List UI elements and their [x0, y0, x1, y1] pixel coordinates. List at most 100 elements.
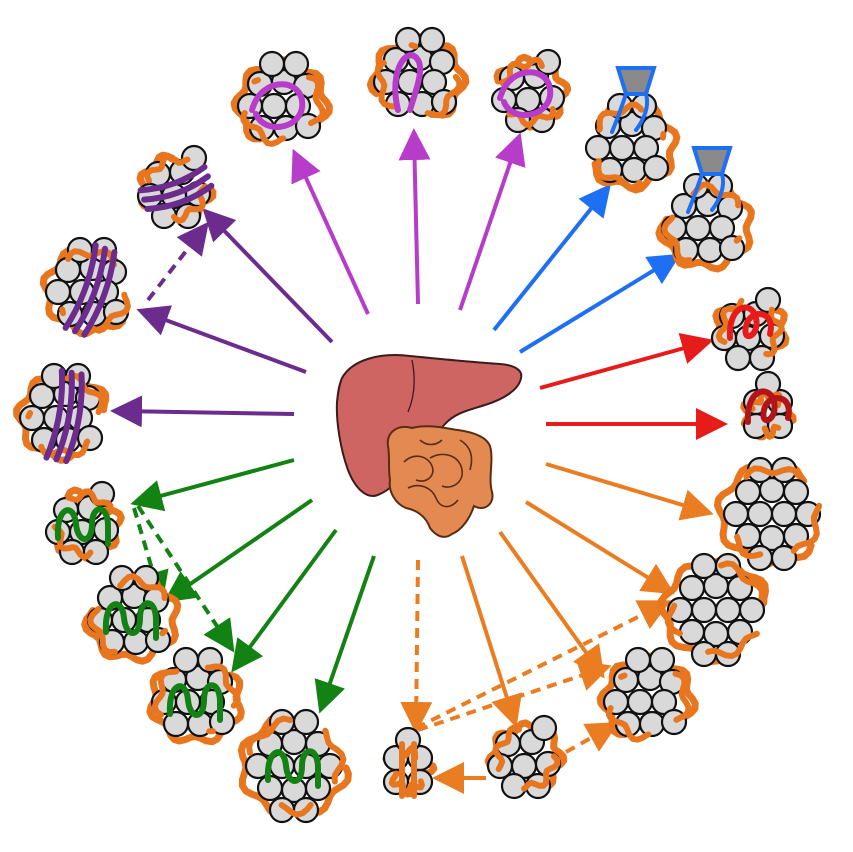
lipid-ball [714, 596, 742, 624]
lipid-ball [292, 708, 320, 736]
lipid-ball [418, 26, 446, 54]
cluster-magenta-5 [366, 26, 470, 124]
lipid-ball [746, 500, 774, 528]
apolipoprotein-chain-front [747, 388, 791, 440]
lipid-ball [282, 50, 310, 78]
lipid-ball [44, 278, 72, 306]
intestine-coil-3 [407, 484, 459, 508]
apoprotein-band [141, 173, 211, 203]
cluster-blue-7 [584, 66, 681, 194]
lipid-ball [724, 344, 752, 372]
apoprotein-loop [497, 69, 554, 118]
lipid-ball [748, 344, 776, 372]
orange-arrow-20 [498, 530, 605, 679]
cluster-orange-15 [382, 726, 438, 799]
apolipoprotein-chain-front [49, 488, 114, 561]
lipid-ball [642, 154, 670, 182]
apolipoprotein-chain [657, 555, 769, 665]
intestine-icon [386, 425, 494, 538]
apoprotein-band [137, 164, 208, 194]
cluster-orange-13 [596, 646, 699, 743]
dashed-orange-arrow-26 [565, 722, 619, 754]
lipid-ball [690, 552, 718, 580]
apoprotein-zigzag [54, 506, 111, 547]
green-arrow-13 [163, 498, 314, 603]
apoprotein-zigzag [264, 748, 321, 789]
intestine-coil-5 [419, 439, 443, 446]
cluster-red-10 [740, 370, 797, 441]
green-arrow-14 [231, 528, 338, 673]
apolipoprotein-chain-front [151, 655, 241, 735]
apolipoprotein-chain-front [385, 745, 425, 796]
dashed-orange-arrow-25 [417, 660, 612, 732]
lipid-ball [76, 424, 104, 452]
cluster-green-16 [44, 480, 125, 566]
lipid-ball [180, 144, 208, 172]
lipid-ball [584, 134, 612, 162]
apoprotein-loop [249, 81, 306, 130]
intestine-coil-4 [459, 439, 473, 471]
liver-and-intestine-icon [335, 354, 523, 538]
lipid-ball [696, 236, 724, 264]
liver-lobe-line [407, 359, 415, 413]
cluster-magenta-4 [230, 50, 333, 147]
apoprotein-funnel [615, 66, 657, 96]
apolipoprotein-chain-front [87, 573, 177, 656]
cluster-purple-1 [136, 144, 217, 230]
green-arrow-15 [314, 555, 376, 714]
blue-arrow-9 [518, 253, 681, 354]
blue-arrow-8 [492, 183, 611, 332]
lipid-ball [678, 618, 706, 646]
dashed-orange-arrow-24 [415, 600, 672, 730]
apolipoprotein-chain-front [495, 56, 556, 128]
cluster-orange-14 [484, 714, 568, 800]
apoprotein-tail [686, 172, 704, 214]
apoprotein-band [81, 249, 118, 338]
apoprotein-band [63, 371, 85, 465]
apolipoprotein-chain-front [239, 74, 326, 147]
apoprotein-band [72, 245, 108, 335]
apolipoprotein-chain-front [246, 715, 347, 818]
lipid-ball [770, 544, 798, 572]
apoprotein-band [53, 369, 75, 463]
purple-arrow-1 [202, 208, 334, 344]
cluster-green-19 [237, 708, 352, 824]
cluster-green-18 [146, 646, 245, 746]
lipid-ball [258, 50, 286, 78]
lipid-ball [620, 156, 648, 184]
lipid-ball [738, 596, 766, 624]
apoprotein-zigzag [102, 600, 159, 641]
apoprotein-tail [710, 172, 725, 212]
lipid-ball [684, 214, 712, 242]
apoprotein-hairpin [392, 52, 424, 113]
apoprotein-tail [634, 92, 649, 132]
orange-arrow-19 [524, 500, 675, 595]
lipid-ball [260, 92, 288, 120]
magenta-arrow-7 [458, 132, 526, 311]
cluster-red-9 [710, 286, 790, 372]
apoprotein-knot [744, 388, 792, 425]
clusters-layer [13, 26, 823, 824]
lipid-ball [782, 478, 810, 506]
dashed-orange-arrow-23 [400, 559, 433, 734]
lipid-ball [770, 500, 798, 528]
lipid-ball [626, 688, 654, 716]
lipid-ball [648, 646, 676, 674]
red-arrow-10 [539, 332, 714, 390]
cluster-magenta-6 [490, 48, 572, 134]
lipid-ball [18, 404, 46, 432]
apoprotein-band [144, 182, 215, 212]
arrows-layer [110, 128, 728, 794]
apoprotein-knot [726, 304, 774, 341]
lipid-ball [754, 286, 782, 314]
green-arrow-12 [130, 458, 295, 512]
cluster-blue-8 [655, 146, 755, 273]
magenta-arrow-6 [398, 128, 431, 305]
apoprotein-band [62, 242, 99, 331]
purple-arrow-3 [110, 395, 295, 428]
apolipoprotein-chain-front [715, 294, 785, 358]
cluster-green-17 [81, 564, 182, 665]
cluster-orange-11 [714, 456, 823, 572]
